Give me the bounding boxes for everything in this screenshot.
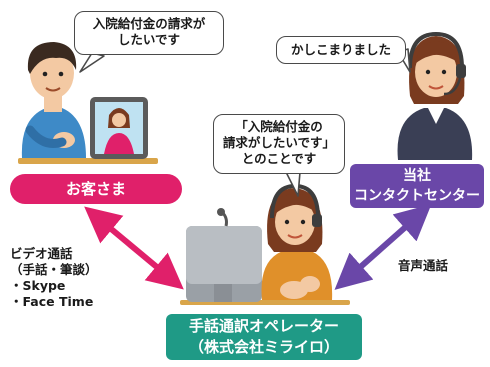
- operator-illustration: [180, 183, 350, 305]
- customer-bubble-tail: [79, 52, 105, 73]
- center-speech-text: かしこまりました: [290, 42, 391, 57]
- center-label-line-2: コンタクトセンター: [354, 188, 480, 204]
- voice-call-label: 音声通話: [398, 258, 449, 273]
- customer-label: お客さま: [10, 174, 182, 204]
- center-label: 当社 コンタクトセンター: [350, 164, 484, 208]
- operator-speech-line-2: 請求がしたいです」: [222, 135, 336, 150]
- customer-desk: [18, 158, 158, 164]
- center-label-line-1: 当社: [403, 168, 431, 184]
- operator-speech-bubble: 「入院給付金の 請求がしたいです」 とのことです: [213, 114, 345, 174]
- video-call-item-facetime: ・Face Time: [10, 294, 94, 309]
- voice-call-note: 音声通話: [398, 258, 448, 274]
- video-call-note: ビデオ通話 （手話・筆談） ・Skype ・Face Time: [10, 246, 98, 310]
- customer-illustration: [18, 42, 158, 164]
- customer-label-text: お客さま: [65, 180, 126, 198]
- video-call-item-skype: ・Skype: [10, 278, 66, 293]
- operator-label-line-2: （株式会社ミライロ）: [188, 338, 339, 356]
- video-call-arrow: [84, 206, 184, 290]
- operator-label-line-1: 手話通訳オペレーター: [188, 317, 339, 335]
- operator-speech-line-3: とのことです: [241, 151, 317, 166]
- customer-speech-bubble: 入院給付金の請求が したいです: [74, 11, 224, 55]
- video-call-title-1: ビデオ通話: [10, 246, 73, 261]
- voice-call-arrow: [334, 204, 432, 290]
- center-speech-bubble: かしこまりました: [276, 36, 406, 64]
- center-staff-illustration: [397, 31, 473, 160]
- video-call-title-2: （手話・筆談）: [10, 262, 98, 277]
- customer-speech-line-1: 入院給付金の請求が: [92, 16, 206, 31]
- operator-speech-line-1: 「入院給付金の: [235, 119, 323, 134]
- headset-icon: [408, 31, 464, 69]
- operator-label: 手話通訳オペレーター （株式会社ミライロ）: [166, 314, 362, 360]
- customer-speech-line-2: したいです: [117, 32, 181, 47]
